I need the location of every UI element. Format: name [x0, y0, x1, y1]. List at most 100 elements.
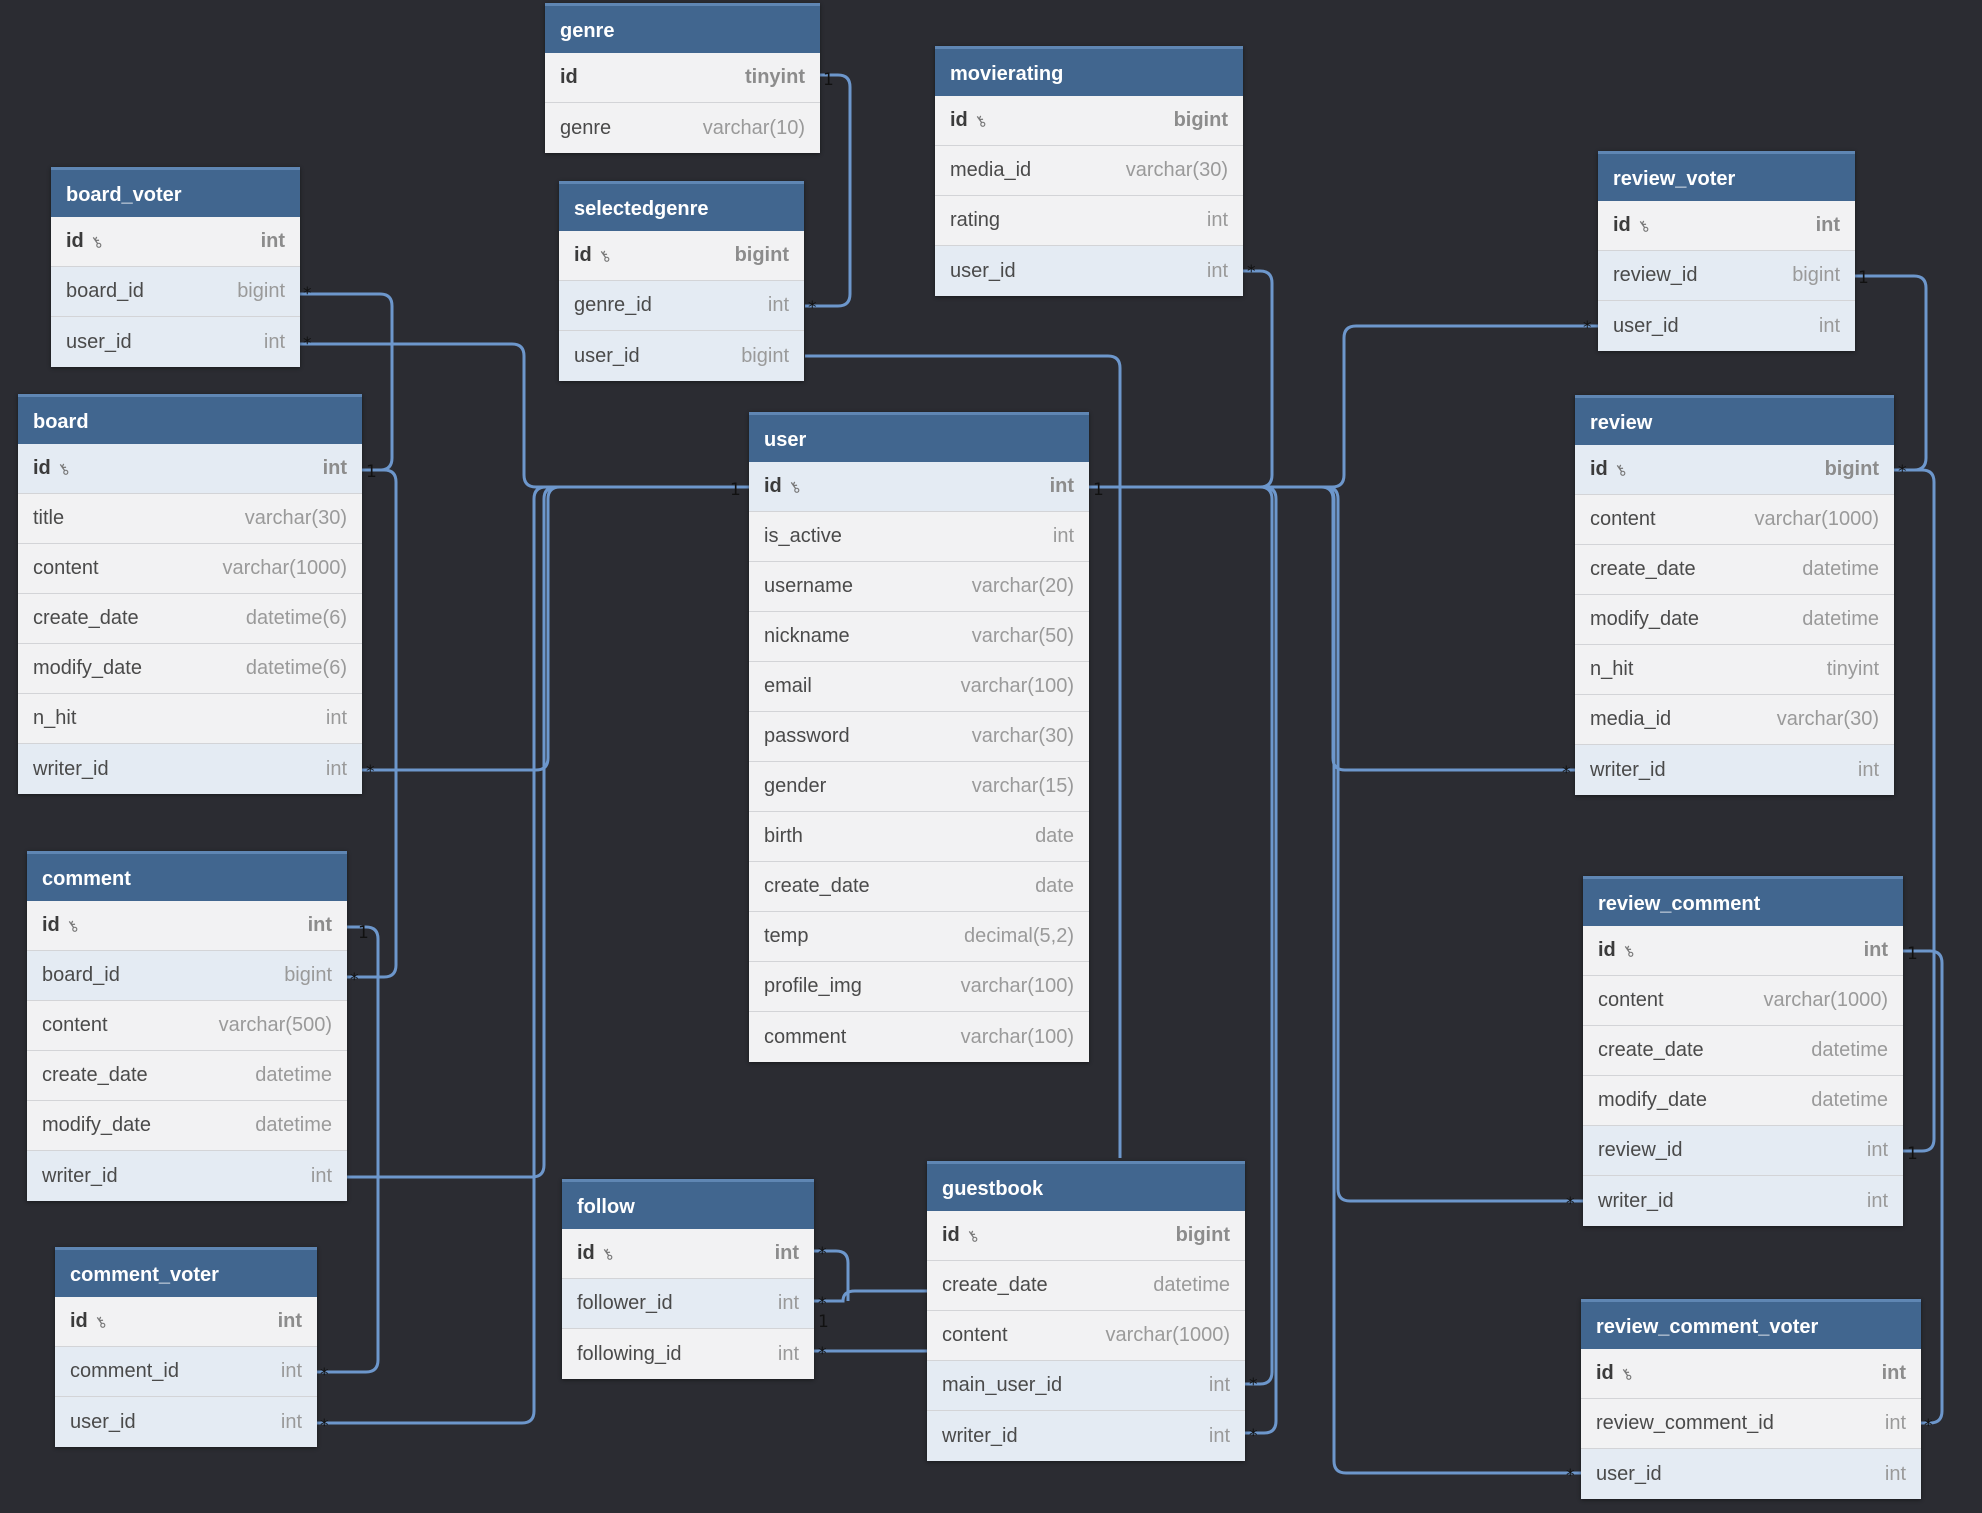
table-header[interactable]: comment [27, 851, 347, 901]
table-row[interactable]: id⚷int [51, 217, 300, 267]
field-type: datetime [255, 1064, 332, 1086]
table-review-comment-voter[interactable]: review_comment_voter id⚷int review_comme… [1581, 1299, 1921, 1499]
table-row[interactable]: id⚷bigint [559, 231, 804, 281]
table-row[interactable]: id⚷int [27, 901, 347, 951]
table-header[interactable]: genre [545, 3, 820, 53]
table-header[interactable]: guestbook [927, 1161, 1245, 1211]
table-header[interactable]: review [1575, 395, 1894, 445]
table-row[interactable]: id⚷int [562, 1229, 814, 1279]
table-header[interactable]: movierating [935, 46, 1243, 96]
table-row[interactable]: id⚷int [18, 444, 362, 494]
field-name: n_hit [1590, 658, 1634, 680]
table-header[interactable]: board_voter [51, 167, 300, 217]
table-row[interactable]: id⚷bigint [1575, 445, 1894, 495]
table-header[interactable]: follow [562, 1179, 814, 1229]
cardinality-many: * [303, 284, 312, 304]
table-row[interactable]: id⚷int [749, 462, 1089, 512]
table-header[interactable]: selectedgenre [559, 181, 804, 231]
table-header[interactable]: review_comment_voter [1581, 1299, 1921, 1349]
field-type: varchar(100) [960, 1025, 1074, 1048]
table-header[interactable]: comment_voter [55, 1247, 317, 1297]
table-row[interactable]: id⚷int [1581, 1349, 1921, 1399]
table-row[interactable]: id⚷int [1583, 926, 1903, 976]
table-header[interactable]: user [749, 412, 1089, 462]
table-header[interactable]: board [18, 394, 362, 444]
table-row[interactable]: id⚷bigint [935, 96, 1243, 146]
table-row[interactable]: id⚷bigint [927, 1211, 1245, 1261]
table-header[interactable]: review_comment [1583, 876, 1903, 926]
table-header[interactable]: review_voter [1598, 151, 1855, 201]
field-type: varchar(30) [244, 507, 347, 529]
table-row[interactable]: id⚷int [55, 1297, 317, 1347]
table-row[interactable]: id⚷int [1598, 201, 1855, 251]
